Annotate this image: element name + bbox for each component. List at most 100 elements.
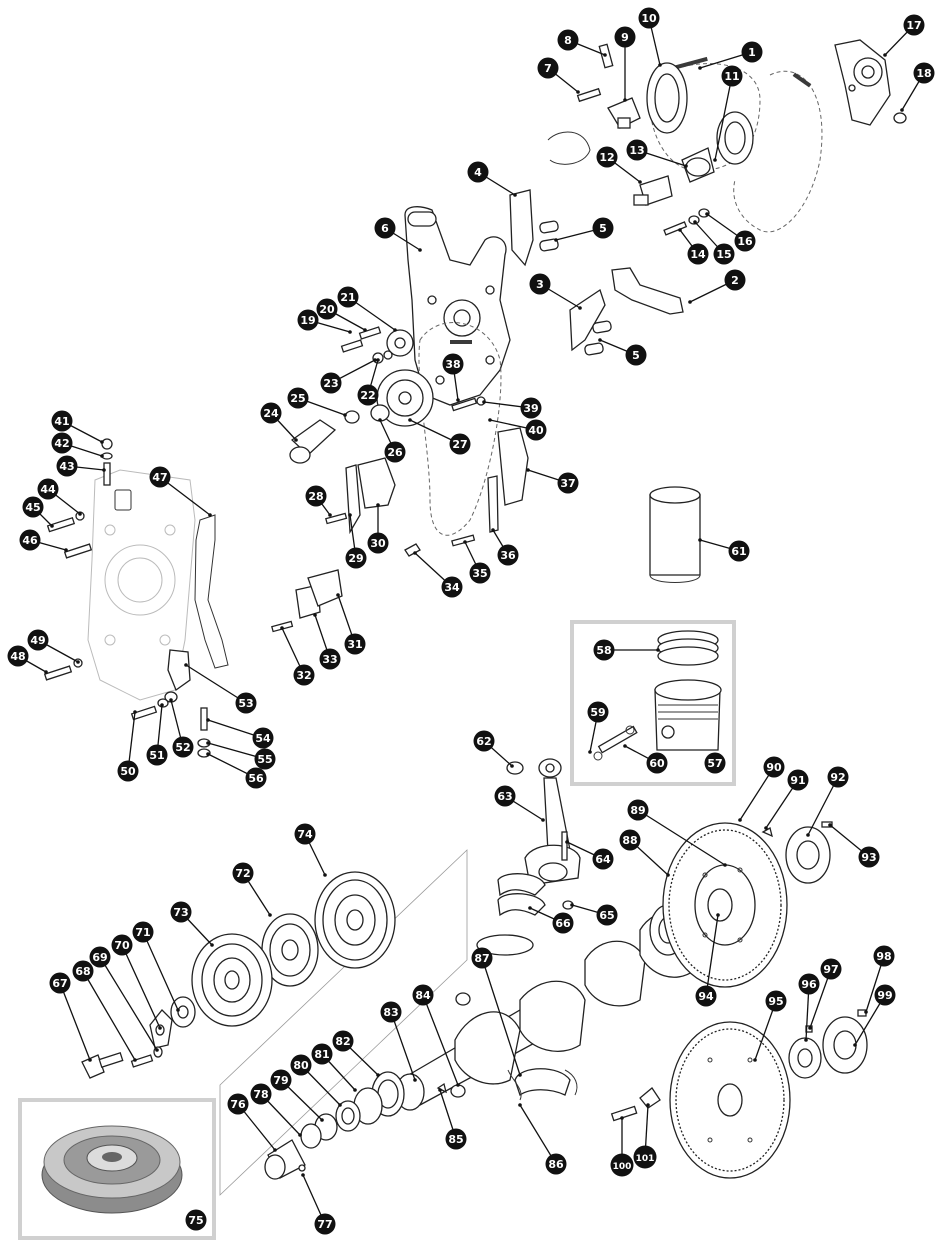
callout-95: 95 xyxy=(765,990,787,1012)
callout-number: 74 xyxy=(297,828,313,841)
callout-80: 80 xyxy=(290,1054,312,1076)
callout-badge xyxy=(146,744,168,766)
callout-badge xyxy=(27,629,49,651)
leader-tip-73 xyxy=(210,943,214,947)
callout-number: 57 xyxy=(707,757,722,770)
callout-badge xyxy=(873,945,895,967)
callout-number: 71 xyxy=(135,926,150,939)
callout-number: 22 xyxy=(360,389,375,402)
leader-tip-52 xyxy=(169,698,173,702)
callout-badge xyxy=(185,1209,207,1231)
callout-17: 17 xyxy=(903,14,925,36)
callout-badge xyxy=(290,1054,312,1076)
callout-42: 42 xyxy=(51,432,73,454)
leader-tip-26 xyxy=(378,418,382,422)
callout-3: 3 xyxy=(529,273,551,295)
callout-badge xyxy=(552,912,574,934)
callout-badge xyxy=(232,862,254,884)
callout-72: 72 xyxy=(232,862,254,884)
callout-55: 55 xyxy=(254,748,276,770)
callout-number: 78 xyxy=(253,1088,268,1101)
leader-tip-31 xyxy=(336,593,340,597)
callout-badge xyxy=(172,736,194,758)
callout-number: 69 xyxy=(92,951,107,964)
callout-11: 11 xyxy=(721,65,743,87)
callout-number: 50 xyxy=(120,765,136,778)
callout-badge xyxy=(520,397,542,419)
callout-29: 29 xyxy=(345,547,367,569)
callout-96: 96 xyxy=(798,973,820,995)
callout-75: 75 xyxy=(185,1209,207,1231)
callout-badge xyxy=(596,904,618,926)
leader-tip-59 xyxy=(588,750,592,754)
pulley-assembly xyxy=(81,871,396,1079)
leader-tip-54 xyxy=(206,718,210,722)
callout-badge xyxy=(913,62,935,84)
leader-tip-41 xyxy=(100,440,104,444)
callout-100: 100 xyxy=(610,1153,634,1177)
cylinder-liner xyxy=(649,486,701,583)
callout-number: 54 xyxy=(255,732,271,745)
leader-tip-68 xyxy=(133,1058,137,1062)
callout-badge xyxy=(545,1153,567,1175)
callout-badge xyxy=(51,432,73,454)
callout-badge xyxy=(374,217,396,239)
leader-tip-27 xyxy=(408,418,412,422)
leader-tip-90 xyxy=(738,818,742,822)
callout-number: 91 xyxy=(790,774,805,787)
leader-line-83 xyxy=(390,1011,416,1081)
leader-tip-48 xyxy=(44,670,48,674)
leader-tip-42 xyxy=(100,454,104,458)
callout-93: 93 xyxy=(858,846,880,868)
callout-47: 47 xyxy=(149,466,171,488)
leader-tip-20 xyxy=(363,328,367,332)
callout-badge xyxy=(345,547,367,569)
callout-99: 99 xyxy=(874,984,896,1006)
callout-badge xyxy=(297,309,319,331)
callout-badge xyxy=(557,29,579,51)
callout-78: 78 xyxy=(250,1083,272,1105)
leader-line-53 xyxy=(185,664,247,704)
callout-33: 33 xyxy=(319,648,341,670)
callout-badge xyxy=(469,562,491,584)
leader-tip-30 xyxy=(376,503,380,507)
callout-badge xyxy=(254,748,276,770)
callout-94: 94 xyxy=(695,985,717,1007)
callout-number: 8 xyxy=(564,34,572,47)
callout-number: 77 xyxy=(317,1218,332,1231)
connecting-rod xyxy=(497,758,581,917)
callout-46: 46 xyxy=(19,529,41,551)
leader-tip-43 xyxy=(102,468,106,472)
callout-49: 49 xyxy=(27,629,49,651)
callout-number: 27 xyxy=(452,438,467,451)
callout-64: 64 xyxy=(592,848,614,870)
callout-14: 14 xyxy=(687,243,709,265)
leader-tip-51 xyxy=(160,703,164,707)
leader-line-68 xyxy=(82,970,136,1061)
callout-4: 4 xyxy=(467,161,489,183)
callout-number: 95 xyxy=(768,995,783,1008)
leader-tip-85 xyxy=(438,1088,442,1092)
callout-number: 13 xyxy=(629,144,644,157)
leader-tip-99 xyxy=(853,1043,857,1047)
leader-tip-7 xyxy=(576,90,580,94)
callout-badge xyxy=(117,760,139,782)
leader-tip-33 xyxy=(313,613,317,617)
leader-tip-93 xyxy=(828,823,832,827)
callout-number: 75 xyxy=(188,1214,203,1227)
leader-line-87 xyxy=(481,957,521,1076)
callout-badge xyxy=(320,372,342,394)
callout-badge xyxy=(7,645,29,667)
callout-6: 6 xyxy=(374,217,396,239)
callout-badge xyxy=(721,65,743,87)
callout-27: 27 xyxy=(449,433,471,455)
callout-badge xyxy=(287,387,309,409)
leader-line-67 xyxy=(59,982,91,1061)
callout-52: 52 xyxy=(172,736,194,758)
leader-line-70 xyxy=(121,944,161,1029)
leader-tip-47 xyxy=(208,513,212,517)
callout-number: 51 xyxy=(149,749,164,762)
leader-line-84 xyxy=(422,994,459,1086)
leader-tip-67 xyxy=(88,1058,92,1062)
callout-50: 50 xyxy=(117,760,139,782)
